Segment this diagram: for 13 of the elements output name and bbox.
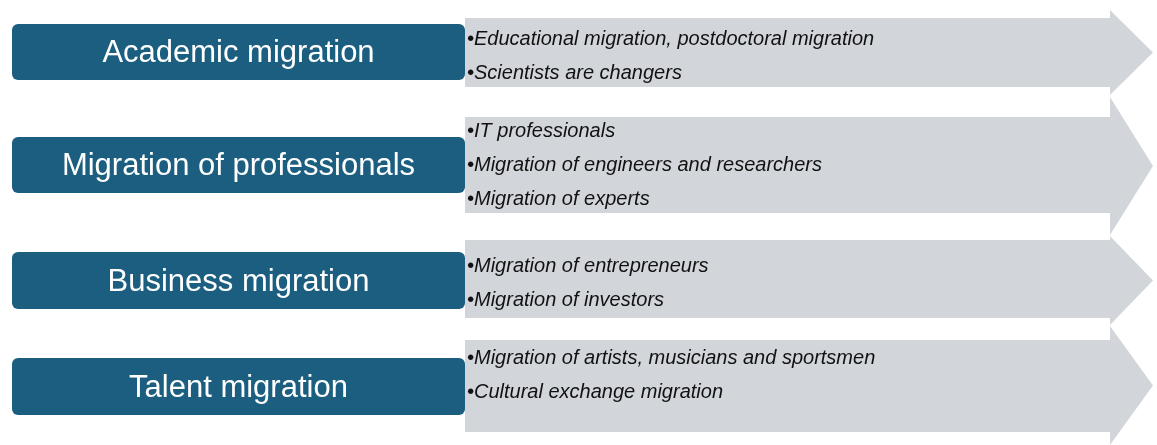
bullet-text: •Migration of experts: [467, 186, 651, 211]
category-box: Academic migration: [12, 24, 465, 80]
bullet-text: •Cultural exchange migration: [467, 379, 725, 404]
category-box: Migration of professionals: [12, 137, 465, 193]
bullet-text: •Migration of investors: [467, 287, 666, 312]
bullet-text: •Educational migration, postdoctoral migration: [467, 26, 875, 51]
bullet-text: •Migration of artists, musicians and sportsmen: [467, 345, 876, 370]
bullet-text: •IT professionals: [467, 118, 617, 143]
category-box: Talent migration: [12, 358, 465, 415]
bullet-text: •Scientists are changers: [467, 60, 683, 85]
bullet-text: •Migration of entrepreneurs: [467, 253, 709, 278]
bullet-text: •Migration of engineers and researchers: [467, 152, 822, 177]
category-box: Business migration: [12, 252, 465, 309]
